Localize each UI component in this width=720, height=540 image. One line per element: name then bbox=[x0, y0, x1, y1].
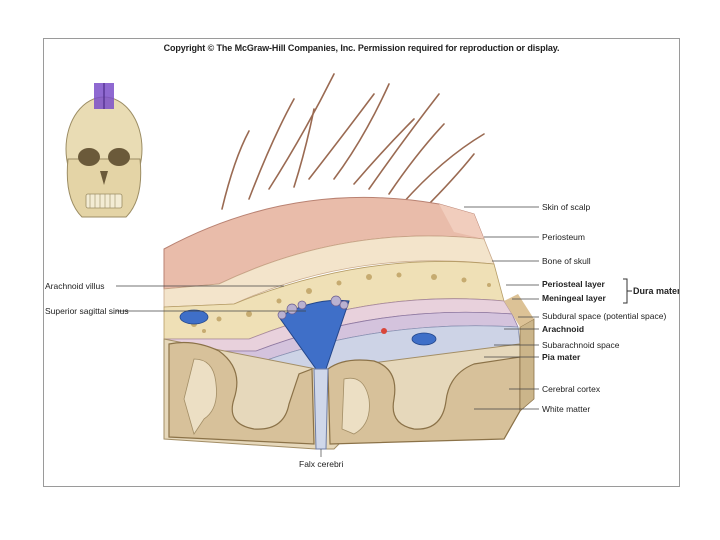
cerebral-cortex-right bbox=[327, 356, 521, 445]
label-arachnoid-villus: Arachnoid villus bbox=[45, 281, 105, 291]
label-meningeal-layer: Meningeal layer bbox=[542, 293, 606, 303]
skull-thumbnail bbox=[65, 83, 143, 218]
label-periosteal-layer: Periosteal layer bbox=[542, 279, 605, 289]
copyright-notice: Copyright © The McGraw-Hill Companies, I… bbox=[163, 43, 560, 53]
arachnoid-villi bbox=[277, 295, 349, 320]
hair-strands bbox=[221, 73, 485, 210]
label-subdural-space: Subdural space (potential space) bbox=[542, 311, 667, 321]
figure-frame: Copyright © The McGraw-Hill Companies, I… bbox=[43, 38, 680, 487]
falx-cerebri bbox=[313, 368, 329, 450]
label-bone-of-skull: Bone of skull bbox=[542, 256, 591, 266]
label-cerebral-cortex: Cerebral cortex bbox=[542, 384, 601, 394]
label-subarachnoid-space: Subarachnoid space bbox=[542, 340, 620, 350]
label-periosteum: Periosteum bbox=[542, 232, 585, 242]
label-white-matter: White matter bbox=[542, 404, 591, 414]
label-dura-mater: Dura mater bbox=[633, 286, 680, 296]
label-skin-of-scalp: Skin of scalp bbox=[542, 202, 591, 212]
label-falx-cerebri: Falx cerebri bbox=[299, 459, 344, 469]
meninges-illustration bbox=[65, 73, 535, 450]
label-arachnoid: Arachnoid bbox=[542, 324, 585, 334]
label-superior-sagittal-sinus: Superior sagittal sinus bbox=[45, 306, 129, 316]
leader-lines bbox=[116, 206, 632, 457]
label-pia-mater: Pia mater bbox=[542, 352, 581, 362]
